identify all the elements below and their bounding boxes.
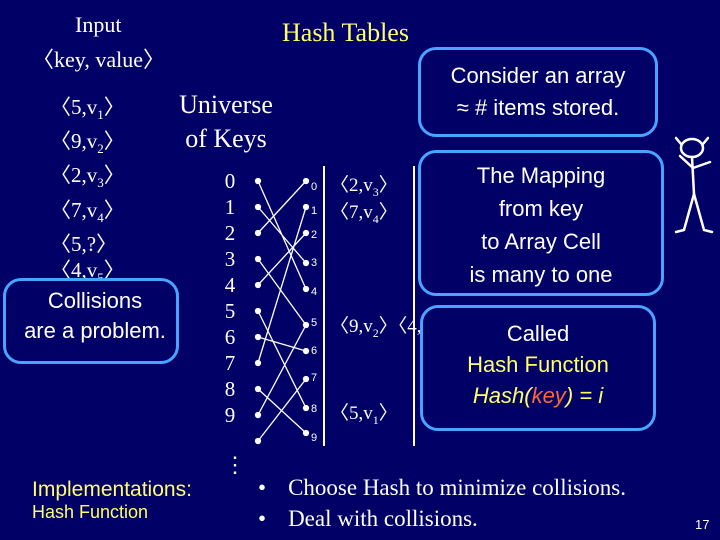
key-label: 4	[224, 273, 236, 297]
mapping-line	[257, 310, 307, 409]
hash-function-caption: Called Hash Function Hash(key) = i	[452, 318, 624, 411]
key-label: 0	[224, 169, 236, 193]
collisions-text: Collisions are a problem.	[10, 286, 180, 346]
mapping-line	[257, 336, 307, 352]
bubble-text-line: from key	[498, 196, 584, 221]
key-label: 3	[224, 247, 236, 271]
hash-array	[323, 166, 415, 446]
mapping-line	[257, 258, 307, 326]
bubble-text-line: Consider an array	[450, 63, 626, 88]
hash-function-label: Hash Function	[467, 352, 609, 377]
mapping-line	[257, 206, 307, 364]
pair-item: 〈5,?〉	[50, 231, 118, 256]
bullet-item: •Choose Hash to minimize collisions.	[258, 475, 627, 500]
input-subtitle: 〈key, value〉	[32, 47, 165, 72]
bubble-text-line: Collisions	[47, 288, 143, 313]
hash-function-bubble	[420, 305, 656, 431]
bubble-text-line: The Mapping	[476, 163, 606, 188]
array-index: 9	[311, 432, 318, 444]
key-column: 0 1 2 3 4 5 6 7 8 9	[222, 168, 238, 428]
consider-array-bubble: Consider an array ≈ # items stored.	[418, 47, 658, 137]
called-label: Called	[506, 321, 570, 346]
hash-formula: Hash(key) = i	[472, 383, 604, 408]
mapping-line	[257, 232, 307, 286]
array-index: 3	[311, 257, 318, 269]
mapping-line	[257, 206, 307, 264]
page-title: Hash Tables	[282, 18, 409, 47]
pair-item: 〈2,v3〉	[50, 163, 125, 191]
array-index: 0	[311, 181, 318, 193]
input-pairs-list: 〈5,v1〉 〈9,v2〉 〈2,v3〉 〈7,v4〉 〈5,?〉 〈4,v5〉	[50, 94, 125, 291]
ellipsis-icon: ⋮	[224, 452, 246, 477]
key-label: 6	[224, 325, 236, 349]
pair-item: 〈5,v1〉	[50, 95, 125, 123]
key-label: 1	[224, 195, 236, 219]
array-cell-1: 〈7,v4〉	[330, 202, 398, 226]
bullet-item: •Deal with collisions.	[258, 506, 478, 531]
key-label: 5	[224, 299, 236, 323]
pair-item: 〈9,v2〉	[50, 129, 125, 157]
bubble-text-line: to Array Cell	[481, 229, 601, 254]
array-index: 4	[311, 286, 318, 298]
pair-item: 〈7,v4〉	[50, 197, 125, 225]
implementations-sub-label: Hash Function	[32, 502, 149, 522]
bullet-list: •Choose Hash to minimize collisions. •De…	[258, 472, 626, 534]
array-index: 7	[311, 372, 318, 384]
input-title: Input	[75, 12, 122, 37]
array-index: 5	[311, 317, 318, 329]
array-cell-0: 〈2,v3〉	[330, 175, 398, 199]
key-label: 9	[224, 403, 236, 427]
array-index: 6	[311, 345, 318, 357]
array-index: 8	[311, 403, 318, 415]
array-index: 2	[311, 229, 318, 241]
key-label: 2	[224, 221, 236, 245]
universe-label-line2: of Keys	[185, 124, 267, 153]
mapping-bubble: The Mapping from key to Array Cell is ma…	[418, 150, 664, 296]
universe-label: Universe of Keys	[170, 88, 282, 156]
collisions-bubble	[3, 278, 179, 364]
bubble-text-line: ≈ # items stored.	[456, 95, 620, 120]
pair-item: 〈4,v5〉	[50, 257, 125, 285]
mapping-line	[257, 324, 307, 416]
key-label: 8	[224, 377, 236, 401]
page-number: 17	[695, 517, 710, 532]
array-cell-5: 〈9,v2〉〈4,v5〉	[330, 316, 456, 340]
array-cell-8: 〈5,v1〉	[330, 403, 398, 427]
implementations-label: Implementations:	[32, 478, 192, 501]
stick-figure-icon	[674, 136, 714, 234]
mapping-line	[257, 180, 307, 234]
key-label: 7	[224, 351, 236, 375]
bubble-text-line: are a problem.	[24, 318, 166, 343]
universe-label-line1: Universe	[179, 90, 273, 119]
array-index: 1	[311, 205, 318, 217]
bubble-text-line: is many to one	[469, 262, 613, 287]
mapping-line	[257, 378, 307, 442]
